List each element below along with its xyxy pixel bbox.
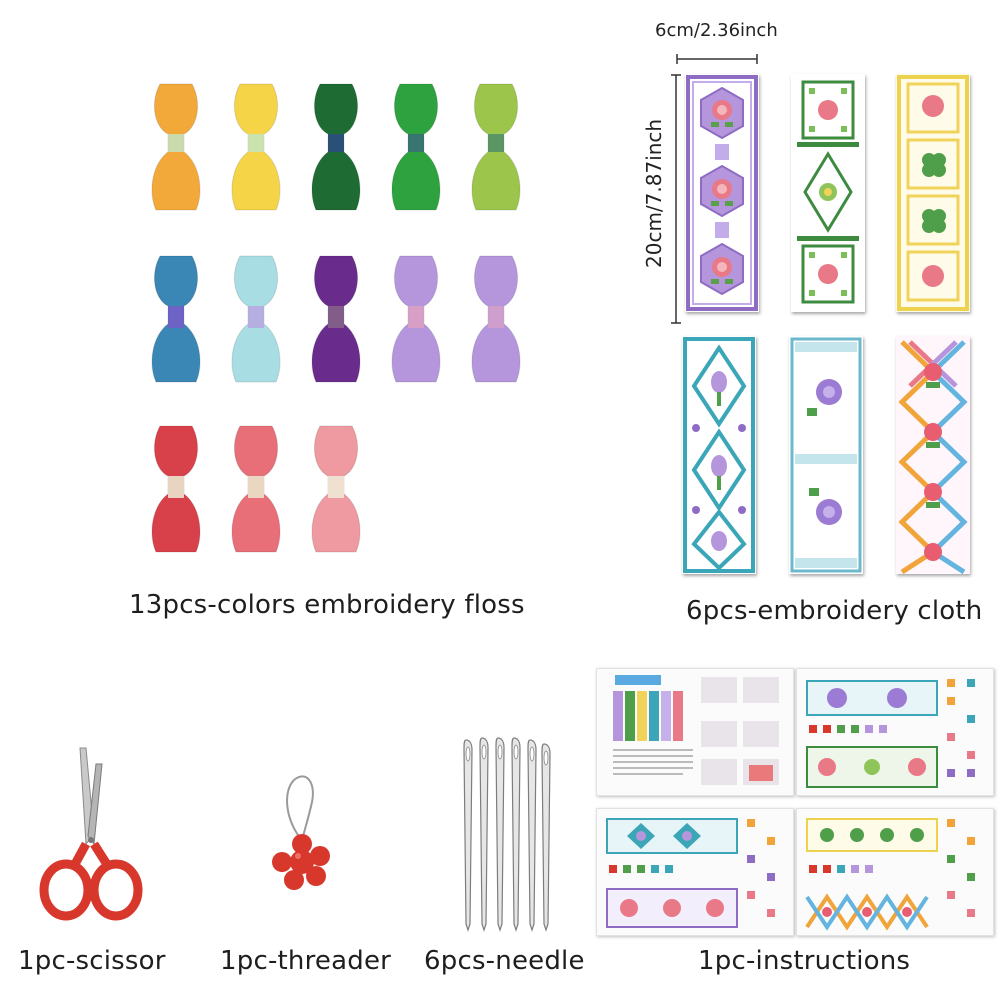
floss-skein: [151, 425, 201, 553]
floss-skein: [151, 255, 201, 383]
floss-caption: 13pcs-colors embroidery floss: [129, 590, 525, 620]
needle-caption: 6pcs-needle: [424, 946, 585, 976]
width-dimension-label: 6cm/2.36inch: [655, 20, 778, 41]
instructions-group: [596, 668, 1000, 944]
floss-skein: [231, 255, 281, 383]
floss-skein: [391, 255, 441, 383]
bookmark-yellow-clover: [896, 74, 970, 312]
floss-skein: [471, 255, 521, 383]
bookmark-rainbow-diamond: [896, 336, 970, 574]
floss-skein: [151, 83, 201, 211]
threader-caption: 1pc-threader: [220, 946, 392, 976]
floss-skein: [471, 83, 521, 211]
bookmark-purple-rose: [685, 74, 759, 312]
floss-skein: [231, 83, 281, 211]
instruction-sheet: [596, 808, 794, 936]
floss-skein: [311, 83, 361, 211]
scissor-caption: 1pc-scissor: [18, 946, 166, 976]
floss-skein: [231, 425, 281, 553]
floss-group: 13pcs-colors embroidery floss: [0, 0, 560, 640]
cloth-group: 6cm/2.36inch 20cm/7.87inch: [620, 0, 1001, 640]
instruction-sheet: [596, 668, 794, 796]
instruction-sheet: [796, 668, 994, 796]
width-dimension-line: [676, 54, 758, 64]
bookmark-green-lattice: [791, 74, 865, 312]
floss-skein: [311, 255, 361, 383]
bookmark-cyan-tulip: [682, 336, 756, 574]
floss-skein: [391, 83, 441, 211]
threader-icon: [272, 775, 330, 890]
instruction-sheet: [796, 808, 994, 936]
height-dimension-line: [671, 74, 681, 324]
height-dimension-label: 20cm/7.87inch: [642, 118, 666, 268]
floss-skein: [311, 425, 361, 553]
scissor-icon: [39, 747, 143, 921]
instructions-caption: 1pc-instructions: [698, 946, 911, 976]
cloth-caption: 6pcs-embroidery cloth: [686, 596, 983, 626]
bookmark-violet-rose: [789, 336, 863, 574]
needle-icon: [463, 737, 551, 932]
